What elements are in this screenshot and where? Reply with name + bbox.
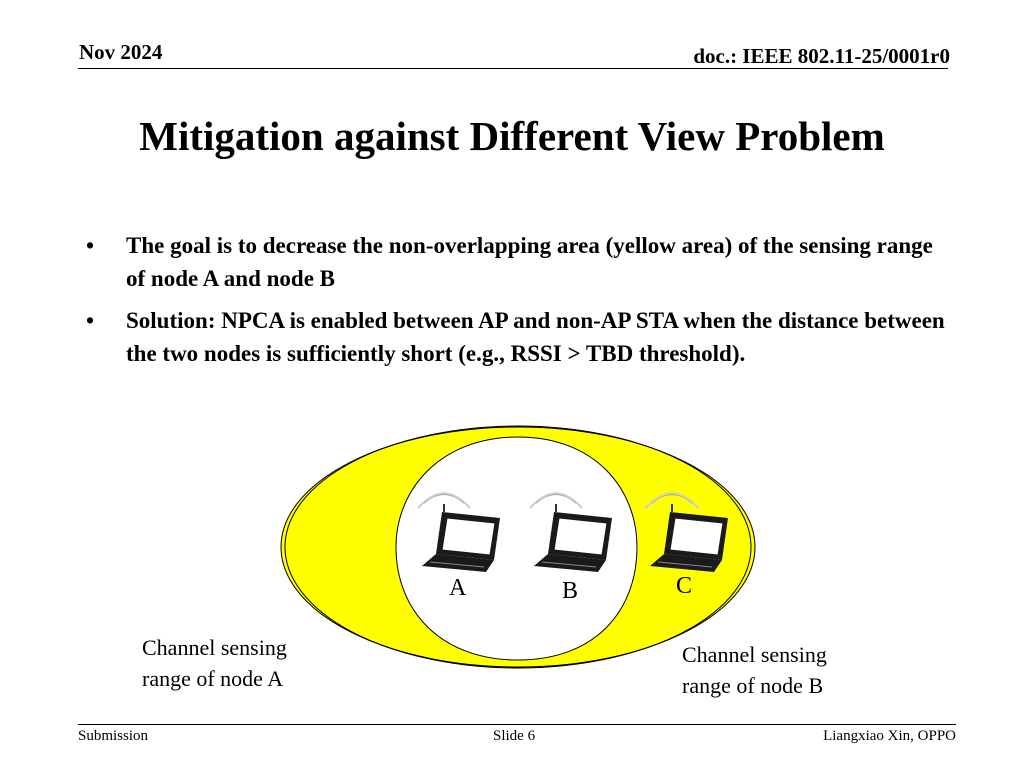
bullet-item: • The goal is to decrease the non-overla… — [86, 229, 956, 295]
caption-range-node-a: Channel sensing range of node A — [142, 632, 287, 694]
overlap-outline — [395, 436, 638, 661]
sensing-range-outline-b — [284, 425, 752, 669]
caption-line: range of node B — [682, 673, 824, 698]
caption-line: range of node A — [142, 666, 284, 691]
node-label-a: A — [449, 575, 467, 601]
sensing-range-outline-a — [280, 426, 756, 668]
laptop-wireless-icon — [529, 492, 613, 573]
bullet-text: The goal is to decrease the non-overlapp… — [126, 233, 933, 291]
footer-rule — [78, 724, 956, 725]
header-doc-id: doc.: IEEE 802.11-25/0001r0 — [693, 44, 950, 68]
footer-author: Liangxiao Xin, OPPO — [823, 728, 956, 744]
bullet-item: • Solution: NPCA is enabled between AP a… — [86, 304, 956, 370]
footer-submission: Submission — [78, 728, 149, 744]
overlap-region — [398, 437, 638, 657]
laptop-wireless-icon — [417, 492, 501, 573]
footer-slide-number: Slide 6 — [493, 728, 536, 744]
header-date: Nov 2024 — [79, 40, 163, 64]
bullet-dot-icon: • — [86, 308, 95, 333]
sensing-range-node-a — [281, 427, 755, 667]
slide-title: Mitigation against Different View Proble… — [139, 113, 885, 159]
caption-line: Channel sensing — [682, 642, 827, 667]
laptop-wireless-icon — [645, 492, 729, 573]
caption-line: Channel sensing — [142, 635, 287, 660]
sensing-range-node-b — [285, 426, 751, 668]
bullet-text: Solution: NPCA is enabled between AP and… — [126, 308, 945, 366]
header-rule — [78, 68, 948, 69]
bullet-dot-icon: • — [86, 233, 95, 258]
node-label-b: B — [562, 578, 579, 604]
caption-range-node-b: Channel sensing range of node B — [682, 639, 827, 701]
bullet-list: • The goal is to decrease the non-overla… — [86, 229, 956, 379]
node-label-c: C — [676, 573, 693, 599]
